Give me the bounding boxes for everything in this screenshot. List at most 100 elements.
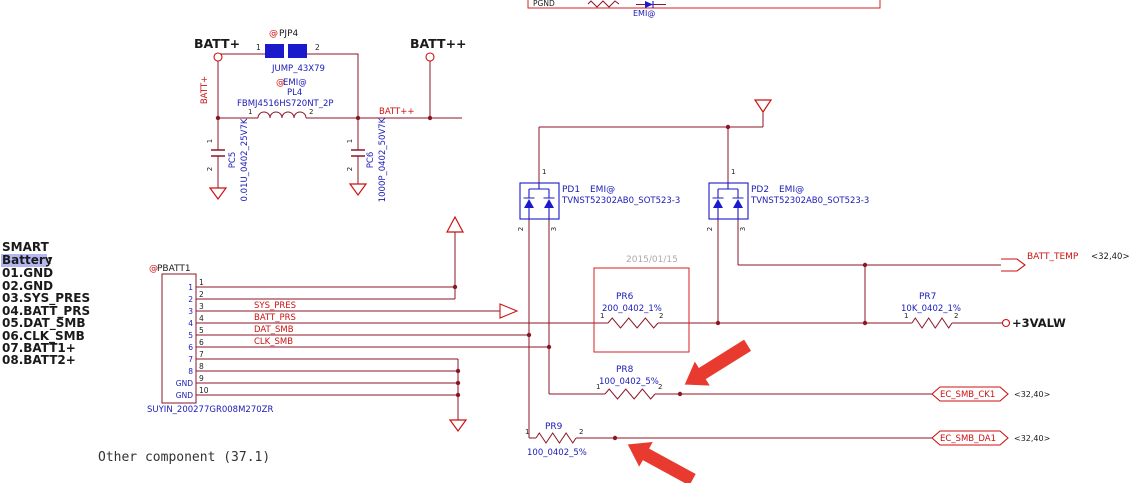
signal-labels: SYS_PRES BATT_PRS DAT_SMB CLK_SMB bbox=[254, 301, 296, 347]
ferrite-bead-pl4: @ EMI@ PL4 FBMJ4516HS720NT_2P 1 2 bbox=[237, 78, 334, 119]
pbatt1-pin-9: 9 bbox=[199, 374, 204, 383]
smart-pin-6: 06.CLK_SMB bbox=[2, 329, 85, 344]
pbatt1-pin-4: 4 bbox=[199, 314, 204, 323]
pbatt1-internal-6: 6 bbox=[188, 343, 193, 352]
v3valw-label: +3VALW bbox=[1012, 316, 1066, 330]
net-batt-prs: BATT_PRS bbox=[254, 313, 296, 323]
bead-ref: PL4 bbox=[287, 88, 302, 98]
pr9-value: 100_0402_5% bbox=[527, 448, 587, 458]
pc5-pin1: 1 bbox=[206, 139, 214, 143]
pbatt1-body bbox=[161, 273, 197, 404]
v3valw-terminal-icon bbox=[1001, 318, 1011, 328]
smart-pin-5: 05.DAT_SMB bbox=[2, 316, 86, 331]
pr6-pin1: 1 bbox=[600, 312, 604, 320]
pd2-internal-wiring bbox=[712, 183, 744, 219]
resistor-pr8: PR8 100_0402_5% 1 2 bbox=[596, 365, 662, 400]
batt-temp-page-ref: <32,40> bbox=[1091, 252, 1130, 262]
wire-net bbox=[196, 53, 1002, 439]
pbatt1-pin-10: 10 bbox=[199, 386, 209, 395]
pbatt1-internal-5: 5 bbox=[188, 331, 193, 340]
net-clk-smb: CLK_SMB bbox=[254, 337, 293, 347]
pc6-pin1: 1 bbox=[346, 139, 354, 143]
batt-plus-plus-terminal-icon bbox=[425, 52, 435, 62]
pbatt1-internal-10: GND bbox=[176, 391, 193, 400]
pc6-value: 1000P_0402_50V7K bbox=[378, 117, 388, 202]
jumper-pin2: 2 bbox=[315, 43, 320, 52]
pbatt1-at: @ bbox=[149, 264, 158, 274]
pr8-pin2: 2 bbox=[658, 383, 662, 391]
smart-pin-3: 03.SYS_PRES bbox=[2, 291, 90, 306]
port-batt-temp: BATT_TEMP <32,40> bbox=[1001, 252, 1130, 272]
diode-pd2: 1 2 3 PD2 EMI@ TVNST52302AB0_SOT523-3 bbox=[706, 168, 869, 231]
bead-pin2: 2 bbox=[309, 108, 313, 116]
pbatt1-pin-7: 7 bbox=[199, 350, 204, 359]
resistor-pr6: PR6 200_0402_1% 1 2 bbox=[600, 292, 663, 329]
ec-smb-da1-page-ref: <32,40> bbox=[1014, 434, 1050, 443]
power-riser-triangle-icon bbox=[446, 215, 464, 233]
batt-plus-label: BATT+ bbox=[194, 36, 240, 51]
ec-smb-da1-hexagon-icon bbox=[931, 430, 1009, 446]
pd1-internal-wiring bbox=[523, 183, 555, 219]
pr8-value: 100_0402_5% bbox=[599, 377, 659, 387]
pbatt1-pin-2: 2 bbox=[199, 290, 204, 299]
pc5-value: 0.01U_0402_25V7K bbox=[240, 118, 250, 201]
top-resistor-symbol bbox=[587, 0, 620, 8]
capacitor-pc6: PC6 1000P_0402_50V7K 1 2 bbox=[346, 117, 388, 202]
pbatt1-internal-2: 2 bbox=[188, 295, 193, 304]
pd1-ref: PD1 bbox=[562, 185, 580, 195]
pd1-pin1: 1 bbox=[542, 168, 546, 176]
pr7-zigzag-icon bbox=[911, 317, 953, 329]
jumper-ref: PJP4 bbox=[279, 29, 299, 39]
pbatt1-internal-9: GND bbox=[176, 379, 193, 388]
pd1-part: TVNST52302AB0_SOT523-3 bbox=[561, 196, 680, 206]
date-watermark: 2015/01/15 bbox=[626, 255, 678, 265]
top-diode-icon bbox=[645, 1, 653, 8]
smart-pin-7: 07.BATT1+ bbox=[2, 341, 76, 355]
pr6-ref: PR6 bbox=[616, 292, 634, 302]
port-ec-smb-ck1: EC_SMB_CK1 <32,40> bbox=[931, 386, 1050, 402]
port-ec-smb-da1: EC_SMB_DA1 <32,40> bbox=[931, 430, 1050, 446]
ground-icon-pc5 bbox=[208, 187, 228, 201]
annotation-arrow-1 bbox=[683, 338, 753, 387]
pc5-ref: PC5 bbox=[228, 152, 238, 168]
pbatt1-internal-1: 1 bbox=[188, 283, 193, 292]
pr7-pin1: 1 bbox=[904, 312, 908, 320]
batt-plus-plus-net-label: BATT++ bbox=[379, 107, 414, 117]
pbatt1-pin-8: 8 bbox=[199, 362, 204, 371]
battery-connector-pbatt1: @ PBATT1 SUYIN_200277GR008M270ZR 1 2 3 4… bbox=[147, 264, 273, 415]
diode-pd1: 1 2 3 PD1 EMI@ TVNST52302AB0_SOT523-3 bbox=[517, 168, 680, 231]
batt-plus-plus-label: BATT++ bbox=[410, 36, 467, 51]
bead-pin1: 1 bbox=[248, 108, 252, 116]
resistor-pr7: PR7 10K_0402_1% 1 2 bbox=[901, 292, 961, 329]
pgnd-label: PGND bbox=[533, 0, 555, 8]
jumper-pin1: 1 bbox=[256, 43, 261, 52]
pd2-pin3: 3 bbox=[739, 227, 747, 231]
ec-smb-da1-label: EC_SMB_DA1 bbox=[940, 434, 996, 444]
top-emi-label: EMI@ bbox=[633, 9, 655, 18]
terminal-batt-plus-plus: BATT++ BATT++ bbox=[379, 36, 467, 117]
smart-pin-8: 08.BATT2+ bbox=[2, 353, 76, 367]
pd2-pin2: 2 bbox=[706, 227, 714, 231]
smart-battery-word: Battery bbox=[2, 253, 53, 267]
pd1-emi: EMI@ bbox=[590, 185, 615, 195]
pbatt1-pin-6: 6 bbox=[199, 338, 204, 347]
batt-temp-label: BATT_TEMP bbox=[1027, 252, 1079, 262]
pbatt1-ref: PBATT1 bbox=[157, 264, 191, 274]
pr7-value: 10K_0402_1% bbox=[901, 304, 961, 314]
jumper-part: JUMP_43X79 bbox=[271, 64, 325, 74]
pr8-zigzag-icon bbox=[604, 388, 656, 400]
pc6-ref: PC6 bbox=[366, 152, 376, 168]
ground-icon-diodes bbox=[753, 99, 773, 114]
pr6-highlight-box bbox=[593, 267, 690, 353]
jumper-at: @ bbox=[269, 29, 278, 39]
pr6-pin2: 2 bbox=[659, 312, 663, 320]
pd1-diode-left-icon bbox=[524, 199, 534, 208]
pd2-diode-left-icon bbox=[713, 199, 723, 208]
jumper-pad-1 bbox=[265, 44, 284, 58]
ec-smb-ck1-label: EC_SMB_CK1 bbox=[940, 390, 995, 400]
capacitor-pc5: PC5 0.01U_0402_25V7K 1 2 bbox=[206, 118, 250, 201]
footer-note: Other component (37.1) bbox=[98, 450, 270, 465]
smart-pin-4: 04.BATT_PRS bbox=[2, 304, 90, 319]
pr8-pin1: 1 bbox=[596, 383, 600, 391]
